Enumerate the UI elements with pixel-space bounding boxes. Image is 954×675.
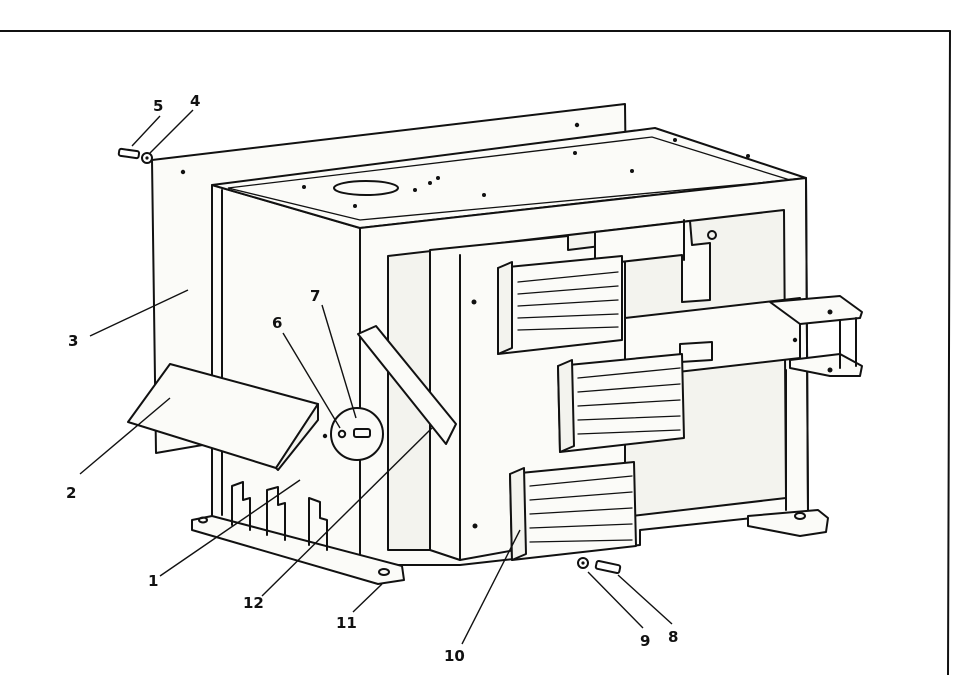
baffle-shelf bbox=[127, 363, 319, 471]
callout-12: 12 bbox=[243, 594, 264, 612]
grate-block-middle bbox=[557, 353, 685, 453]
grate-block-upper bbox=[497, 255, 623, 355]
callout-3: 3 bbox=[68, 332, 78, 350]
callout-4: 4 bbox=[190, 92, 200, 110]
callout-1: 1 bbox=[148, 572, 158, 590]
screw-and-washer-bottom bbox=[577, 557, 622, 575]
callout-9: 9 bbox=[640, 632, 650, 650]
callout-10: 10 bbox=[444, 647, 465, 665]
base-rail bbox=[191, 515, 405, 585]
side-vents bbox=[231, 481, 328, 551]
page-border bbox=[0, 30, 951, 675]
callout-6: 6 bbox=[272, 314, 282, 332]
callout-8: 8 bbox=[668, 628, 678, 646]
screw-and-washer-top bbox=[117, 147, 153, 164]
deflector-strip bbox=[357, 325, 457, 445]
detail-inset bbox=[322, 407, 384, 461]
right-foot-pad bbox=[747, 509, 829, 537]
grate-block-lower bbox=[509, 461, 637, 561]
callout-7: 7 bbox=[310, 287, 320, 305]
callout-labels: 1 2 3 4 5 6 7 8 9 10 11 12 bbox=[66, 92, 678, 665]
leader-lines bbox=[79, 109, 673, 645]
callout-5: 5 bbox=[153, 97, 163, 115]
callout-2: 2 bbox=[66, 484, 76, 502]
callout-11: 11 bbox=[336, 614, 357, 632]
